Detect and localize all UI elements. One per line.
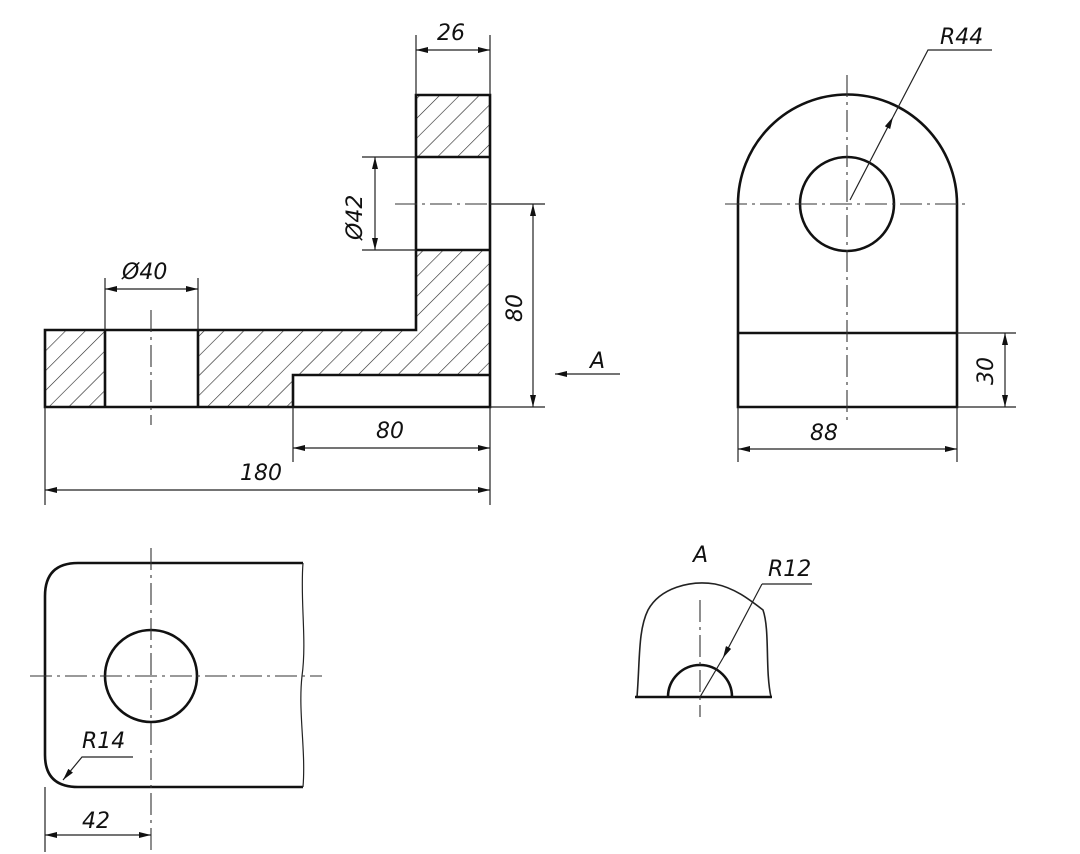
side-view: R44 30 88 (725, 25, 1016, 462)
section-view: 26 Ø42 Ø40 80 A 80 180 (43, 21, 620, 505)
break-line (300, 562, 305, 788)
detail-view-a: A R12 (635, 543, 812, 717)
dim-42: 42 (82, 809, 110, 834)
top-view: R14 42 (30, 548, 322, 852)
dim-r44: R44 (940, 25, 983, 50)
detail-view-title: A (691, 543, 708, 568)
dim-26: 26 (437, 21, 465, 46)
dim-r14: R14 (82, 729, 125, 754)
dim-80-length: 80 (376, 419, 404, 444)
dim-dia-42: Ø42 (343, 195, 368, 241)
dim-88: 88 (810, 421, 838, 446)
dim-180: 180 (240, 461, 282, 486)
dim-r12: R12 (768, 557, 811, 582)
dim-80-height: 80 (503, 294, 528, 322)
dim-dia-40: Ø40 (121, 260, 167, 285)
dim-30: 30 (974, 357, 999, 385)
view-arrow-label: A (588, 349, 605, 374)
